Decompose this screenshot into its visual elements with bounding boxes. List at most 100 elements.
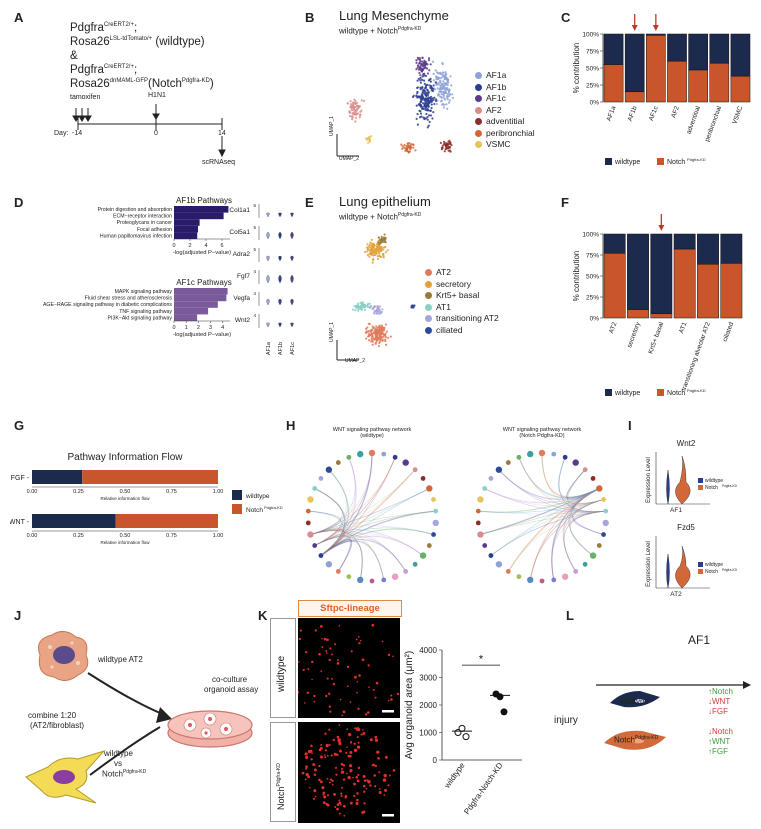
network-node [573,569,579,574]
legend-swatch-wildtype [605,389,612,396]
umap-point [378,238,381,242]
y-tick-label: 1000 [419,729,437,738]
organoid-spot [339,749,342,753]
organoid-spot [326,652,328,654]
network-node [601,497,606,502]
network-node [307,531,314,538]
bar-wildtype [720,233,743,264]
organoid-spot [311,752,313,755]
bar-notch [688,69,708,103]
bar-notch [650,313,673,319]
umap-point [376,310,379,313]
x-tick-label: 0 [172,325,175,331]
pathway-term: Focal adhesion [137,227,172,233]
umap-point [381,308,384,311]
umap-point [418,57,421,60]
network-edge [529,499,604,580]
organoid-spot [388,774,391,777]
umap-point [430,85,433,88]
notch-label: NotchPdgfra-KD [614,735,659,745]
mesenchyme-legend-item: adventitial [475,116,535,128]
organoid-spot [320,670,323,673]
umap-point [415,104,418,107]
umap-point [444,83,448,86]
network-node [419,552,427,559]
legend-dot [475,129,482,137]
umap-point [354,112,357,116]
umap-point [428,69,431,72]
umap-point [375,249,378,252]
organoid-spot [390,698,393,701]
network-node [412,561,418,567]
umap-point [421,102,425,105]
organoid-spot [299,629,302,632]
umap-point [379,338,382,341]
umap-point [415,68,418,71]
wildtype-at2-label: wildtype AT2 [98,655,143,664]
mesenchyme-legend-item: AF2 [475,105,535,117]
network-edge [541,452,606,512]
organoid-spot [384,788,388,792]
organoid-spot [387,699,390,702]
network-node [357,576,364,584]
mesenchyme-legend-item: VSMC [475,139,535,151]
scrnaseq-label: scRNAseq [202,159,236,166]
umap-point [424,74,428,77]
wt-effect-fgf: ↓FGF [708,707,728,716]
wt-effect-wnt: ↓WNT [708,697,731,706]
umap-point [422,116,425,119]
organoid-spot [336,803,340,807]
organoid-spot [326,777,329,780]
umap-point [409,147,412,150]
umap-point [382,253,385,256]
umap-point [441,71,444,74]
gene-label: Col5a1 [229,229,250,236]
organoid-spot [343,804,346,808]
organoid-spot [325,650,328,653]
organoid-spot [330,754,333,757]
umap-point [379,312,382,315]
organoid-spot [319,780,323,784]
umap-point [369,251,372,254]
umap-point [446,107,449,110]
network-node [412,467,418,473]
organoid-spot [305,767,308,770]
organoid-spot [357,636,360,638]
legend-label: AF2 [486,104,502,115]
panel-e-title: Lung epithelium [339,194,431,209]
umap-point [382,329,386,332]
violin-shape [266,322,270,328]
network-edge [310,528,345,556]
network-edge [507,487,600,572]
network-edge [310,530,385,580]
network-edge [310,525,434,535]
y-tick-label: 2000 [419,701,437,710]
network-edge [314,457,356,546]
organoid-spot [325,743,329,748]
umap-point [372,243,375,246]
gene-scale: 5 [253,247,256,252]
network-edge [518,457,600,499]
umap-point [447,147,450,150]
umap-point [451,96,454,100]
day-value-start: -14 [72,130,83,137]
bar-wildtype [603,33,624,65]
fluorescence-images [298,618,400,823]
umap-e-xlabel: UMAP_2 [345,358,366,364]
x-tick-label: 0.50 [120,533,131,539]
organoid-spot [347,776,351,780]
umap-point [436,87,439,90]
umap-point [377,312,380,315]
organoid-spot [356,691,358,694]
umap-point [432,98,435,101]
organoid-spot [309,786,311,789]
injury-label: injury [554,715,578,726]
organoid-spot [381,640,384,643]
organoid-assay-label: organoid assay [204,685,259,694]
organoid-spot [318,652,321,656]
organoid-spot [367,780,371,784]
umap-point [442,80,445,83]
organoid-spot [312,797,316,800]
umap-point [448,89,451,92]
organoid-spot [362,784,366,788]
